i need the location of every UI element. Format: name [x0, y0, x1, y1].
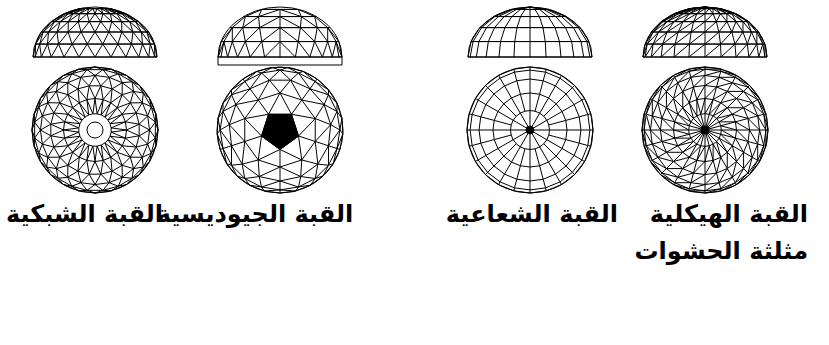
- dome-plan: [642, 67, 768, 193]
- dome-caption: القبة الشبكية: [6, 196, 163, 233]
- dome-elevation: [33, 7, 157, 57]
- dome-crown: [701, 126, 709, 134]
- dome-crown: [526, 126, 534, 134]
- dome-caption: القبة الشعاعية: [446, 196, 618, 233]
- dome-plan: [467, 67, 593, 193]
- dome-base: [218, 57, 342, 65]
- dome-oculus: [87, 122, 103, 138]
- dome-elevation: [643, 7, 767, 57]
- dome-caption: القبة الهيكلية مثلثة الحشوات: [628, 196, 808, 270]
- dome-elevation: [218, 7, 342, 57]
- dome-plan: [217, 67, 343, 193]
- dome-crown: [261, 114, 298, 149]
- dome-caption: القبة الجيوديسية: [157, 196, 354, 233]
- dome-plan: [32, 67, 158, 193]
- dome-elevation: [468, 7, 592, 57]
